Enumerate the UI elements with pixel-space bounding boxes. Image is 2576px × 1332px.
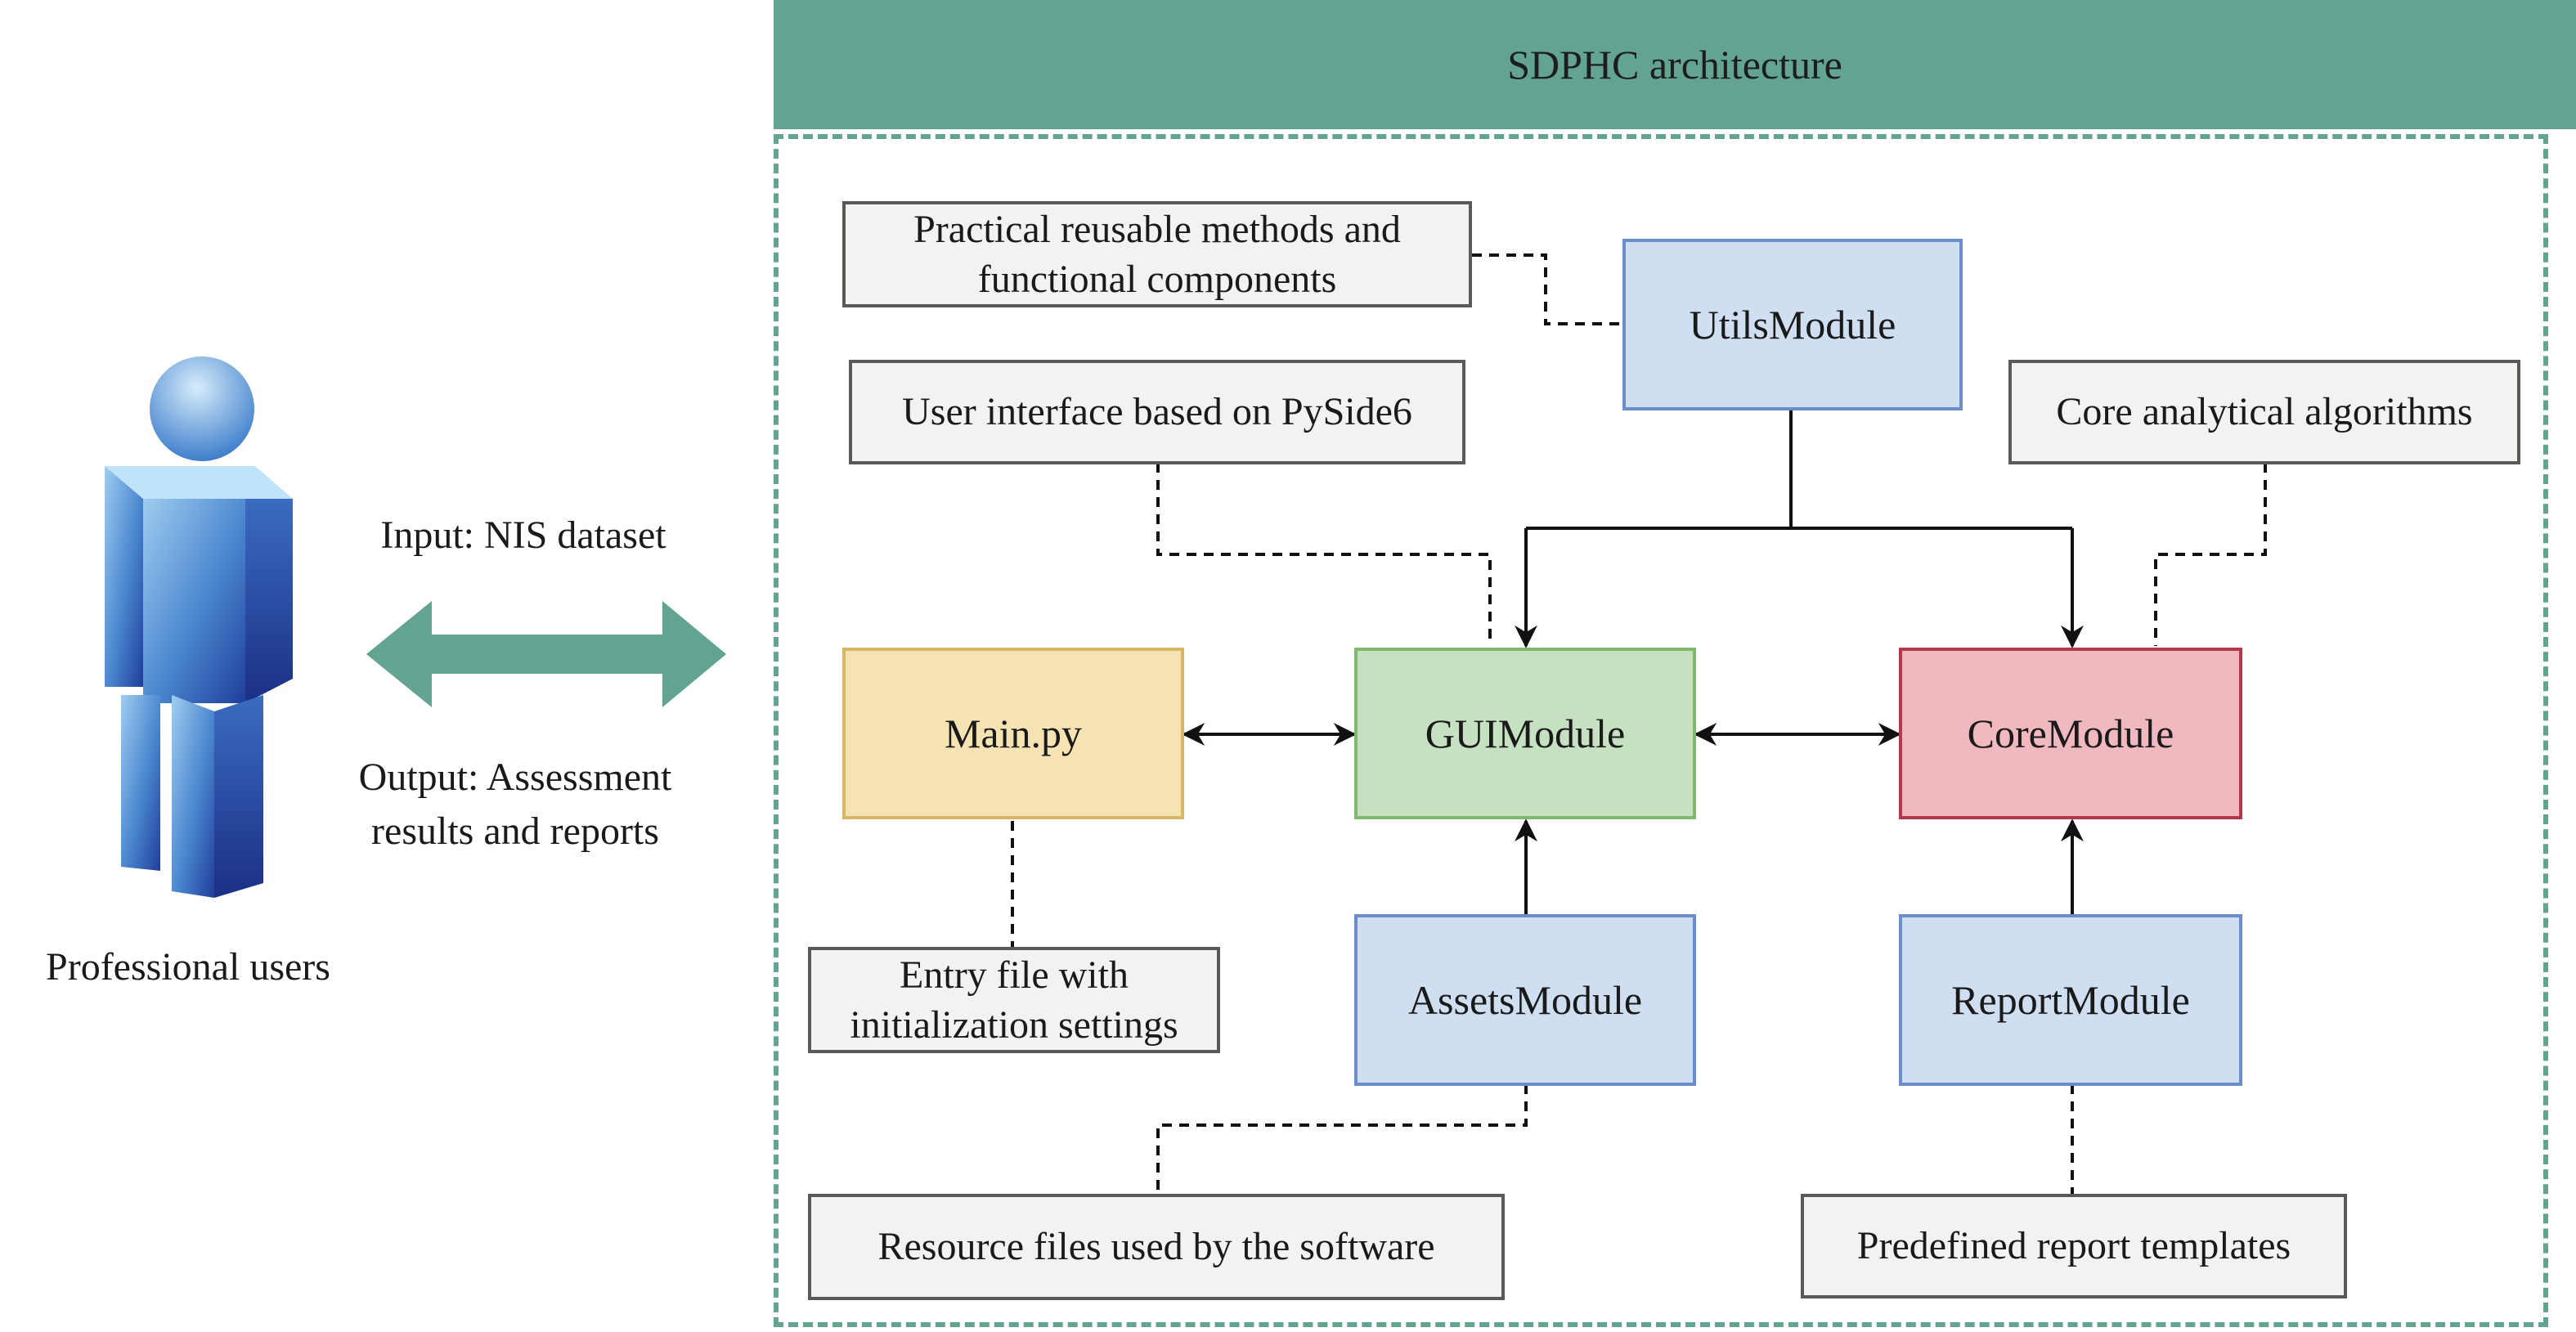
link-assets-note <box>1156 1084 1528 1194</box>
link-gui-note <box>1156 463 1492 646</box>
link-core-note <box>2154 463 2267 646</box>
input-label: Input: NIS dataset <box>380 514 666 557</box>
core-module-box: CoreModule <box>1899 648 2242 819</box>
user-label: Professional users <box>46 945 330 989</box>
assets-note: Resource files used by the software <box>808 1194 1505 1300</box>
diagram-header: SDPHC architecture <box>774 0 2576 129</box>
assets-module-box: AssetsModule <box>1354 914 1696 1086</box>
link-utils-note <box>1472 253 1622 325</box>
output-label: Output: Assessment results and reports <box>358 756 672 854</box>
double-arrow-icon <box>366 601 726 707</box>
utils-module-box: UtilsModule <box>1622 239 1963 410</box>
main-note: Entry file with initialization settings <box>808 947 1220 1053</box>
diagram-title: SDPHC architecture <box>1507 42 1842 87</box>
gui-module-box: GUIModule <box>1354 648 1696 819</box>
main-py-box: Main.py <box>842 648 1184 819</box>
gui-note: User interface based on PySide6 <box>849 360 1465 464</box>
report-module-box: ReportModule <box>1899 914 2242 1086</box>
person-icon <box>105 357 293 898</box>
report-note: Predefined report templates <box>1801 1194 2347 1298</box>
architecture-frame <box>774 134 2548 1327</box>
utils-note: Practical reusable methods and functiona… <box>842 201 1472 307</box>
core-note: Core analytical algorithms <box>2008 360 2520 464</box>
